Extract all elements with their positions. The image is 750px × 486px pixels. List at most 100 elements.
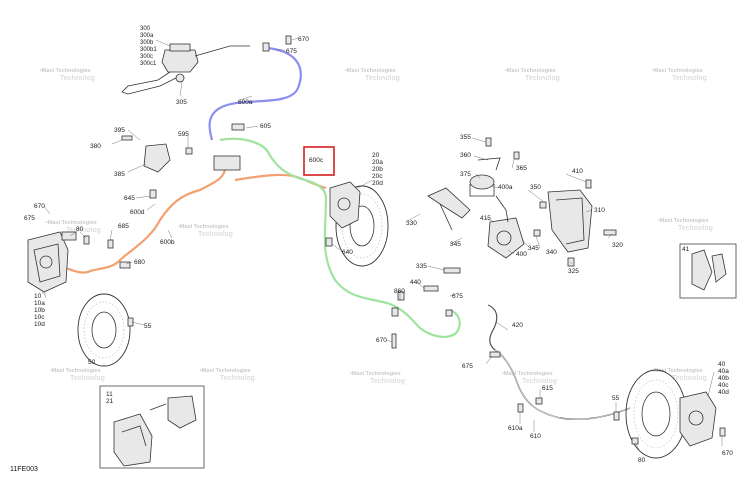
- watermark-text: •Maxi Technologies: [505, 68, 556, 74]
- rear-master-cylinder: [427, 157, 525, 259]
- callout-label: 325: [568, 268, 579, 275]
- callout-label: 335: [416, 263, 427, 270]
- callout-label: 670: [298, 36, 309, 43]
- callout-label: 420: [512, 322, 523, 329]
- caliper-40: [679, 391, 717, 447]
- callout-label: 680: [134, 259, 145, 266]
- callout-label: 320: [612, 242, 623, 249]
- callout-label: 300b1: [140, 47, 157, 53]
- callout-label: 675: [452, 293, 463, 300]
- watermark-text: •Maxi Technologies: [350, 371, 401, 377]
- callout-label: 685: [118, 223, 129, 230]
- pad-box-41: [679, 243, 737, 299]
- callout-label: 300a: [140, 33, 154, 39]
- watermark-text: Technolog: [70, 375, 105, 382]
- callout-label: 355: [460, 134, 471, 141]
- callout-label: 300c: [140, 54, 153, 60]
- callout-label: 610: [530, 433, 541, 440]
- callout-label: 10: [34, 293, 42, 300]
- watermark-text: •Maxi Technologies: [50, 368, 101, 374]
- callout-labels: 300 300a 300b 300b1 300c 300c1 670 675 3…: [24, 26, 733, 464]
- callout-label: 21: [106, 398, 114, 405]
- watermark-text: Technolog: [672, 75, 707, 82]
- watermark-text: Technolog: [365, 75, 400, 82]
- callout-label: 10a: [34, 300, 45, 307]
- callout-label: 610a: [508, 425, 523, 432]
- callout-label: 300c1: [140, 61, 157, 67]
- callout-label: 675: [462, 363, 473, 370]
- rear-brake-disc: [625, 369, 687, 459]
- watermarks: •Maxi Technologies Technolog •Maxi Techn…: [40, 68, 713, 385]
- callout-label: 600a: [238, 99, 253, 106]
- watermark-text: •Maxi Technologies: [345, 68, 396, 74]
- callout-label: 380: [90, 143, 101, 150]
- callout-label: 305: [176, 99, 187, 106]
- highlight-box: [303, 146, 335, 176]
- fittings: [83, 35, 726, 445]
- callout-label: 410: [572, 168, 583, 175]
- callout-label: 300b: [140, 40, 154, 46]
- watermark-text: •Maxi Technologies: [658, 218, 709, 224]
- brake-lines: [65, 46, 631, 420]
- callout-label: 395: [114, 127, 125, 134]
- callout-label: 20d: [372, 180, 383, 187]
- callout-label: 675: [286, 48, 297, 55]
- callout-label: 350: [530, 184, 541, 191]
- watermark-text: Technolog: [672, 375, 707, 382]
- callout-label: 340: [546, 249, 557, 256]
- callout-label: 20b: [372, 166, 383, 173]
- callout-label: 385: [114, 171, 125, 178]
- callout-label-highlighted: 600c: [309, 157, 324, 164]
- watermark-text: Technolog: [522, 378, 557, 385]
- watermark-text: Technolog: [220, 375, 255, 382]
- callout-label: 605: [260, 123, 271, 130]
- callout-label: 345: [528, 245, 539, 252]
- callout-label: 670: [722, 450, 733, 457]
- watermark-text: •Maxi Technologies: [652, 368, 703, 374]
- callout-label: 365: [516, 165, 527, 172]
- callout-label: 55: [612, 395, 620, 402]
- callout-label: 40b: [718, 375, 729, 382]
- callout-label: 20a: [372, 159, 383, 166]
- watermark-text: •Maxi Technologies: [652, 68, 703, 74]
- callout-label: 40d: [718, 389, 729, 396]
- brake-line-600a: [208, 46, 302, 141]
- callout-label: 80: [638, 457, 646, 464]
- watermark-text: Technolog: [198, 231, 233, 238]
- brake-line-600b: [65, 167, 227, 274]
- brake-pad-box: [99, 385, 205, 469]
- brake-line-600c: [219, 137, 461, 338]
- leader-lines: [41, 37, 723, 453]
- watermark-text: •Maxi Technologies: [502, 371, 553, 377]
- callout-label: 40: [718, 361, 726, 368]
- brake-line-420: [487, 304, 498, 351]
- callout-label: 640: [342, 249, 353, 256]
- callout-label: 345: [450, 241, 461, 248]
- callout-label: 440: [410, 279, 421, 286]
- callout-label: 10d: [34, 321, 45, 328]
- callout-label: 595: [178, 131, 189, 138]
- callout-label: 310: [594, 207, 605, 214]
- bracket-310: [547, 189, 593, 253]
- callout-label: 41: [682, 246, 690, 253]
- callout-label: 360: [460, 152, 471, 159]
- callout-label: 860: [394, 288, 405, 295]
- watermark-text: Technolog: [60, 75, 95, 82]
- callout-label: 20c: [372, 173, 383, 180]
- callout-label: 615: [542, 385, 553, 392]
- callout-label: 11: [106, 391, 113, 398]
- watermark-text: •Maxi Technologies: [178, 224, 229, 230]
- figure-code: 11FE003: [10, 466, 38, 473]
- callout-label: 300: [140, 26, 151, 32]
- callout-label: 55: [144, 323, 152, 330]
- brake-line-610-inner: [494, 349, 631, 420]
- front-brake-disc: [335, 185, 389, 267]
- callout-label: 330: [406, 220, 417, 227]
- watermark-text: Technolog: [66, 227, 101, 234]
- watermark-text: •Maxi Technologies: [46, 220, 97, 226]
- callout-label: 10c: [34, 314, 45, 321]
- brake-disc-50: [77, 293, 131, 367]
- watermark-text: Technolog: [678, 225, 713, 232]
- callout-label: 10b: [34, 307, 45, 314]
- watermark-text: Technolog: [525, 75, 560, 82]
